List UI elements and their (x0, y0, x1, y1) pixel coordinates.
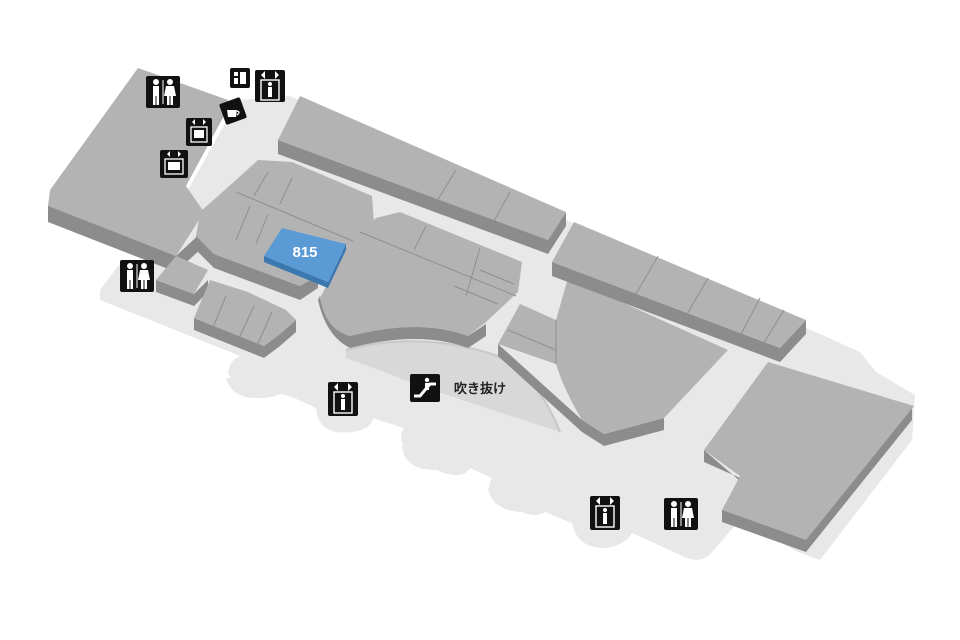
escalator-icon (410, 374, 440, 402)
block-east-anchor (704, 362, 914, 552)
restroom-icon (146, 76, 180, 108)
coffee-icon (219, 97, 247, 125)
block-northwest-anchor (48, 68, 228, 272)
atrium-void (345, 340, 561, 433)
atrium-label: 吹き抜け (454, 381, 506, 397)
block-west-small (156, 256, 208, 306)
elevator-icon (328, 382, 358, 416)
block-north-strip (278, 96, 566, 254)
service-elevator-icon (186, 118, 212, 146)
information-icon (230, 68, 250, 88)
block-east-strip (552, 222, 806, 362)
unit-815[interactable]: 815 (264, 228, 346, 288)
restroom-icon (664, 498, 698, 530)
elevator-icon (590, 496, 620, 530)
block-west-lower (194, 280, 296, 358)
block-east-center (498, 278, 728, 446)
block-center-atrium (318, 212, 522, 348)
restroom-icon (120, 260, 154, 292)
service-elevator-icon (160, 150, 188, 178)
elevator-icon (255, 70, 285, 102)
unit-815-label: 815 (292, 244, 317, 261)
